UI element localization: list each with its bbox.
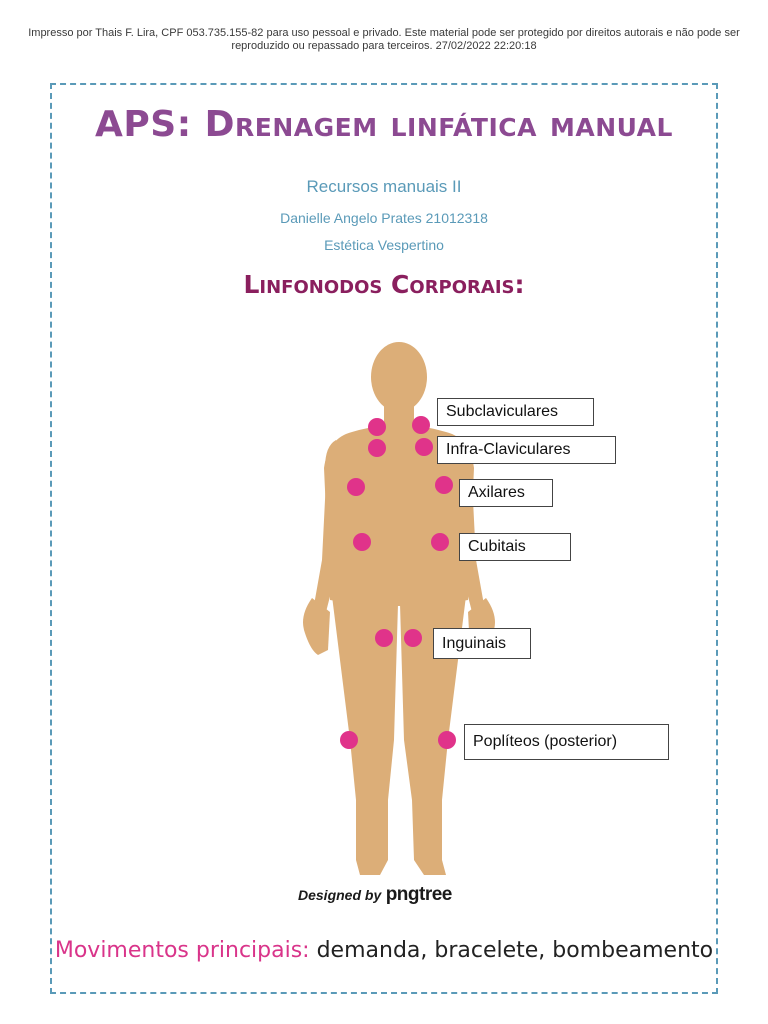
- lymph-node-dot: [375, 629, 393, 647]
- label-infra-claviculares: Infra-Claviculares: [437, 436, 616, 464]
- lymph-node-dot: [368, 418, 386, 436]
- footer-summary: Movimentos principais: demanda, bracelet…: [50, 938, 718, 963]
- lymph-node-dot: [347, 478, 365, 496]
- lymph-node-dot: [368, 439, 386, 457]
- label-cubitais: Cubitais: [459, 533, 571, 561]
- lymph-node-dot: [438, 731, 456, 749]
- lymph-node-dot: [435, 476, 453, 494]
- image-credit: Designed by pngtree: [298, 884, 452, 906]
- lymph-node-dot: [412, 416, 430, 434]
- lymph-node-dot: [353, 533, 371, 551]
- lymph-node-dot: [404, 629, 422, 647]
- footer-movements: demanda, bracelete, bombeamento: [310, 938, 714, 963]
- label-axilares: Axilares: [459, 479, 553, 507]
- lymph-node-dot: [340, 731, 358, 749]
- footer-lead: Movimentos principais:: [55, 938, 310, 963]
- credit-designed-by: Designed by: [298, 887, 381, 903]
- credit-brand-logo: pngtree: [386, 884, 452, 905]
- lymph-node-dot: [415, 438, 433, 456]
- label-subclaviculares: Subclaviculares: [437, 398, 594, 426]
- lymph-node-dot: [431, 533, 449, 551]
- label-popliteos: Poplíteos (posterior): [464, 724, 669, 760]
- label-inguinais: Inguinais: [433, 628, 531, 659]
